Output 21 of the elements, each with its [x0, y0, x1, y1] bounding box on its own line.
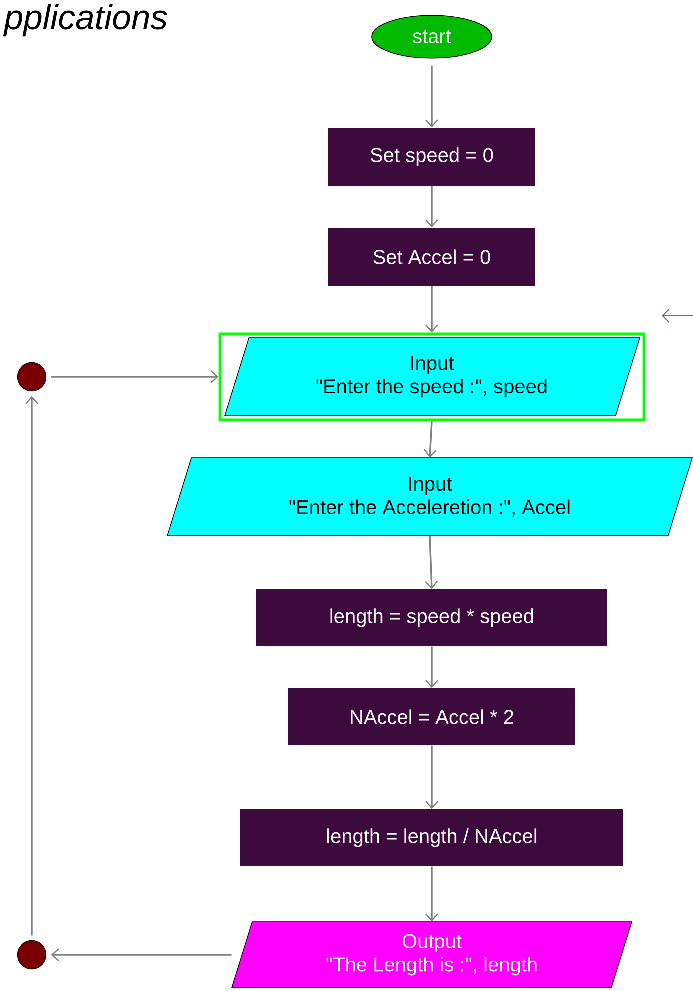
arrow: [426, 746, 438, 810]
process-box: NAccel = Accel * 2: [288, 688, 576, 746]
connector-circle: [17, 940, 47, 970]
arrow: [426, 646, 438, 688]
arrow: [426, 186, 438, 228]
process-box: Set Accel = 0: [328, 228, 536, 286]
arrow: [424, 421, 437, 458]
terminal-oval: start: [372, 15, 492, 59]
arrow: [426, 66, 438, 128]
arrow: [26, 396, 38, 936]
arrow: [426, 286, 438, 333]
process-box: Set speed = 0: [328, 128, 536, 186]
arrow: [51, 370, 219, 384]
connector-circle: [17, 362, 47, 392]
process-box: length = speed * speed: [256, 590, 608, 646]
input-output-box: Input "Enter the speed :", speed: [218, 332, 646, 422]
arrow: [426, 866, 438, 922]
arrow: [425, 536, 438, 590]
process-box: length = length / NAccel: [240, 810, 624, 866]
arrow: [51, 948, 232, 962]
heading: pplications: [3, 4, 168, 37]
